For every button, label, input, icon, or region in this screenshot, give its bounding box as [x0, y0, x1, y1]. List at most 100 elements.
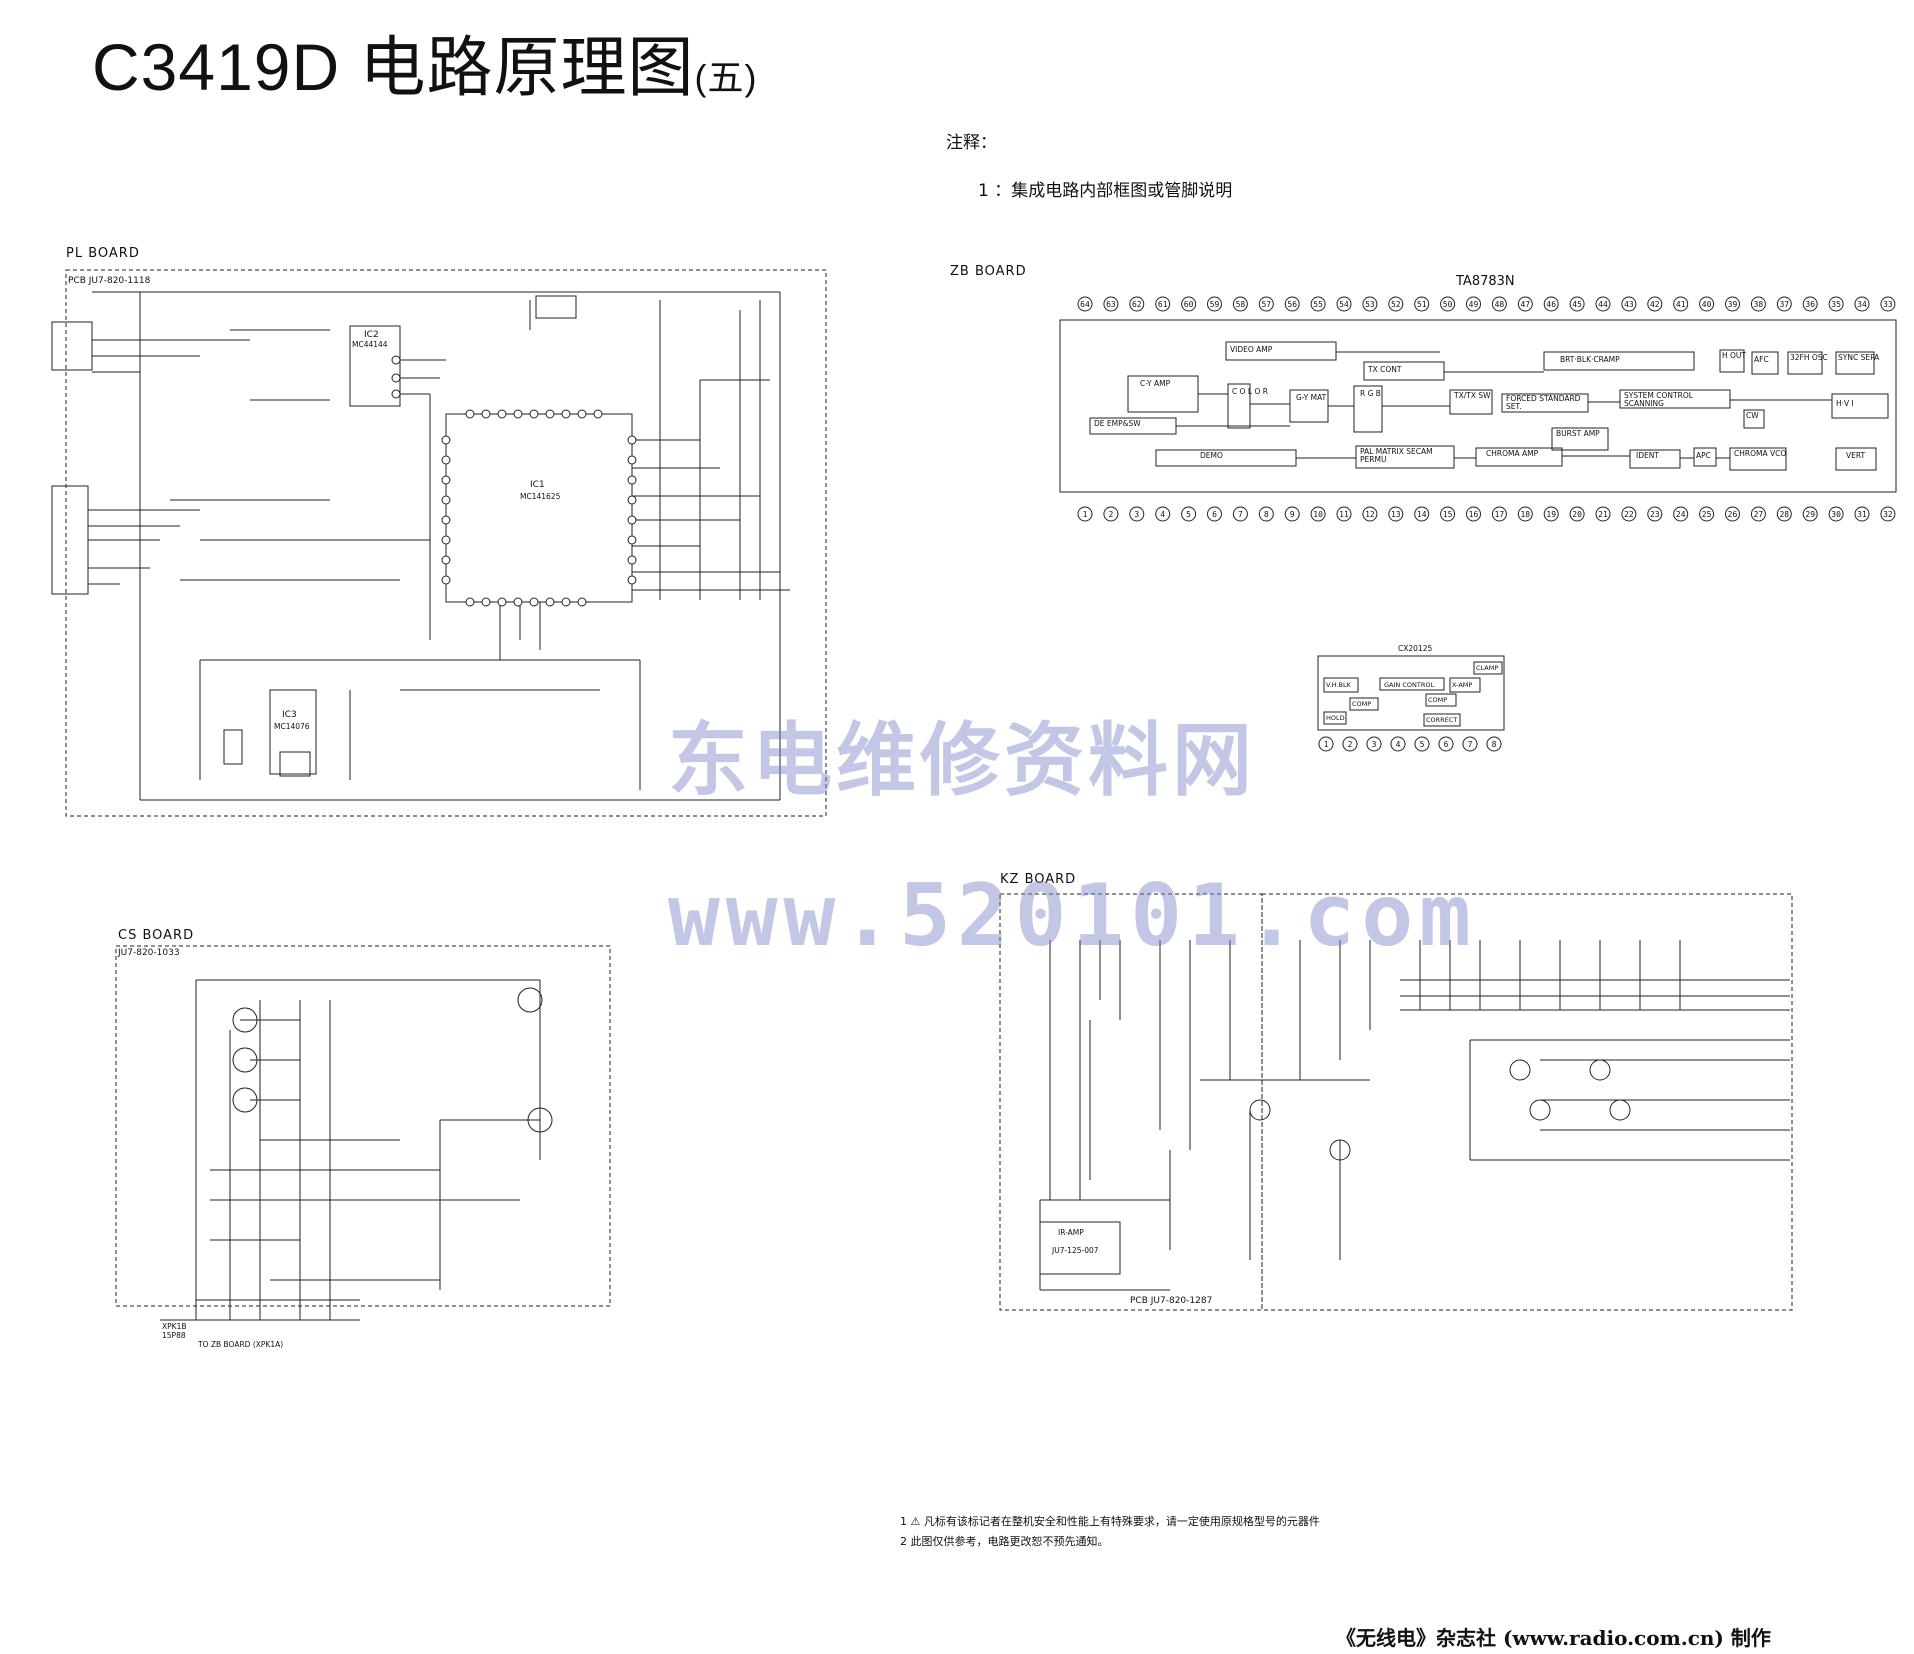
ta8783n-top-pin-44 [1595, 296, 1611, 312]
pl-ic1-label: IC1 [530, 480, 545, 490]
ta8783n-bottom-pin-25 [1699, 506, 1715, 522]
ta8783n-bottom-pin-9 [1284, 506, 1300, 522]
pl-board-frame [65, 269, 827, 817]
ta8783n-top-pin-41 [1673, 296, 1689, 312]
ta8783n-top-pin-label-63: 63 [1106, 300, 1116, 309]
cx20125-block-1: GAIN CONTROL [1384, 681, 1435, 689]
ta8783n-block-23: CHROMA VCO [1734, 449, 1787, 458]
pl-ic2-part: MC44144 [352, 340, 388, 349]
footer-note-1: 1 ⚠ 凡标有该标记者在整机安全和性能上有特殊要求，请一定使用原规格型号的元器件 [900, 1515, 1320, 1528]
cx20125-pin-label-5: 5 [1420, 740, 1425, 749]
pl-ic2-label: IC2 [364, 330, 379, 340]
ta8783n-bottom-pin-30 [1828, 506, 1844, 522]
cx20125-block-0: V.H.BLK [1326, 681, 1351, 689]
ta8783n-block-7: TX/TX SW [1454, 391, 1491, 400]
ta8783n-top-pin-label-55: 55 [1313, 300, 1323, 309]
ta8783n-top-pin-label-57: 57 [1261, 300, 1271, 309]
ta8783n-bottom-pin-7 [1232, 506, 1248, 522]
ta8783n-top-pin-label-54: 54 [1339, 300, 1349, 309]
cx20125-block-2: X-AMP [1452, 681, 1473, 689]
cx20125-pin-label-3: 3 [1372, 740, 1377, 749]
kz-board-label: KZ BOARD [1000, 872, 1077, 887]
ta8783n-top-pin-49 [1466, 296, 1481, 312]
ta8783n-top-pin-label-58: 58 [1236, 300, 1246, 309]
note-1-text: ：集成电路内部框图或管脚说明 [994, 181, 1233, 201]
ta8783n-top-pin-47 [1517, 296, 1533, 312]
ta8783n-bottom-pin-label-8: 8 [1264, 510, 1269, 519]
cx20125-block-5: COMP [1428, 696, 1448, 704]
cs-board-frame [115, 945, 611, 1307]
ta8783n-top-pin-62 [1129, 296, 1145, 312]
ta8783n-bottom-pin-label-9: 9 [1290, 510, 1295, 519]
page-title: C3419D 电路原理图(五) [92, 14, 757, 110]
ta8783n-bottom-pin-label-31: 31 [1857, 510, 1867, 519]
ta8783n-block-22: APC [1696, 451, 1711, 460]
cs-board-label: CS BOARD [118, 928, 195, 943]
ta8783n-block-17: PAL MATRIX SECAM PERMU [1360, 447, 1433, 464]
ta8783n-top-pin-label-62: 62 [1132, 300, 1142, 309]
ta8783n-bottom-pin-28 [1776, 506, 1792, 522]
ta8783n-bottom-pin-6 [1207, 506, 1222, 522]
ta8783n-bottom-pin-10 [1310, 506, 1326, 522]
ta8783n-body [1059, 319, 1897, 493]
ta8783n-block-6: R G B [1360, 389, 1381, 398]
ta8783n-bottom-pin-label-19: 19 [1546, 510, 1556, 519]
ta8783n-block-12: 32FH OSC [1790, 353, 1828, 362]
ta8783n-top-pin-46 [1543, 296, 1559, 312]
cx20125-pin-2 [1342, 736, 1358, 752]
ta8783n-top-pin-label-35: 35 [1831, 300, 1841, 309]
ta8783n-bottom-pin-26 [1725, 506, 1740, 522]
ta8783n-block-20: CW [1746, 411, 1759, 420]
ta8783n-block-15: DE EMP&SW [1094, 419, 1141, 428]
ta8783n-bottom-pin-label-26: 26 [1728, 510, 1738, 519]
ta8783n-top-pin-label-49: 49 [1469, 300, 1479, 309]
ta8783n-top-pin-label-39: 39 [1728, 300, 1738, 309]
note-1: 1 ：集成电路内部框图或管脚说明 [978, 176, 1232, 201]
ta8783n-bottom-pin-label-1: 1 [1083, 510, 1088, 519]
ta8783n-top-pin-label-38: 38 [1754, 300, 1764, 309]
note-1-number: 1 [978, 181, 989, 201]
ta8783n-bottom-pin-label-4: 4 [1160, 510, 1165, 519]
cx20125-pin-label-1: 1 [1324, 740, 1329, 749]
ta8783n-top-pin-label-42: 42 [1650, 300, 1660, 309]
ta8783n-top-pin-label-46: 46 [1546, 300, 1556, 309]
ta8783n-bottom-pin-label-6: 6 [1212, 510, 1217, 519]
ta8783n-bottom-pin-18 [1517, 506, 1533, 522]
ta8783n-top-pin-63 [1103, 296, 1119, 312]
ta8783n-bottom-pin-label-14: 14 [1417, 510, 1427, 519]
pl-ic1-part: MC141625 [520, 492, 561, 501]
ta8783n-bottom-pin-23 [1647, 506, 1663, 522]
ta8783n-bottom-pin-27 [1750, 506, 1766, 522]
cs-connector-label: XPK1B 15P88 [162, 1322, 187, 1340]
ta8783n-top-pin-51 [1414, 296, 1430, 312]
ta8783n-block-10: H OUT [1722, 351, 1746, 360]
cx20125-pin-label-2: 2 [1348, 740, 1353, 749]
pl-regulator-zz30 [535, 295, 577, 319]
cx20125-block-4: COMP [1352, 700, 1372, 708]
ta8783n-block-3: C-Y AMP [1140, 379, 1171, 388]
ta8783n-top-pin-label-47: 47 [1520, 300, 1530, 309]
ta8783n-top-pin-56 [1284, 296, 1300, 312]
cx20125-pin-4 [1390, 736, 1406, 752]
ta8783n-block-0: VIDEO AMP [1230, 345, 1273, 354]
watermark-line2: www.520101.com [668, 866, 1477, 966]
ta8783n-bottom-pin-label-32: 32 [1883, 510, 1893, 519]
ta8783n-bottom-pin-3 [1129, 506, 1145, 522]
cx20125-pin-label-7: 7 [1468, 740, 1473, 749]
ta8783n-bottom-pin-label-27: 27 [1754, 510, 1764, 519]
ta8783n-top-pin-61 [1155, 296, 1171, 312]
ta8783n-bottom-pin-16 [1466, 506, 1481, 522]
ta8783n-block-1: TX CONT [1368, 365, 1402, 374]
ta8783n-bottom-pin-15 [1440, 506, 1456, 522]
cs-to-zb-label: TO ZB BOARD (XPK1A) [198, 1340, 284, 1349]
ta8783n-top-pin-48 [1491, 296, 1507, 312]
ta8783n-bottom-pin-label-15: 15 [1443, 510, 1453, 519]
cx20125-pin-3 [1366, 736, 1382, 752]
ta8783n-top-pin-label-56: 56 [1287, 300, 1297, 309]
ta8783n-top-pin-34 [1854, 296, 1870, 312]
ta8783n-top-pin-40 [1699, 296, 1715, 312]
ta8783n-bottom-pin-1 [1077, 506, 1093, 522]
ta8783n-bottom-pin-4 [1155, 506, 1171, 522]
cx20125-pin-label-4: 4 [1396, 740, 1401, 749]
